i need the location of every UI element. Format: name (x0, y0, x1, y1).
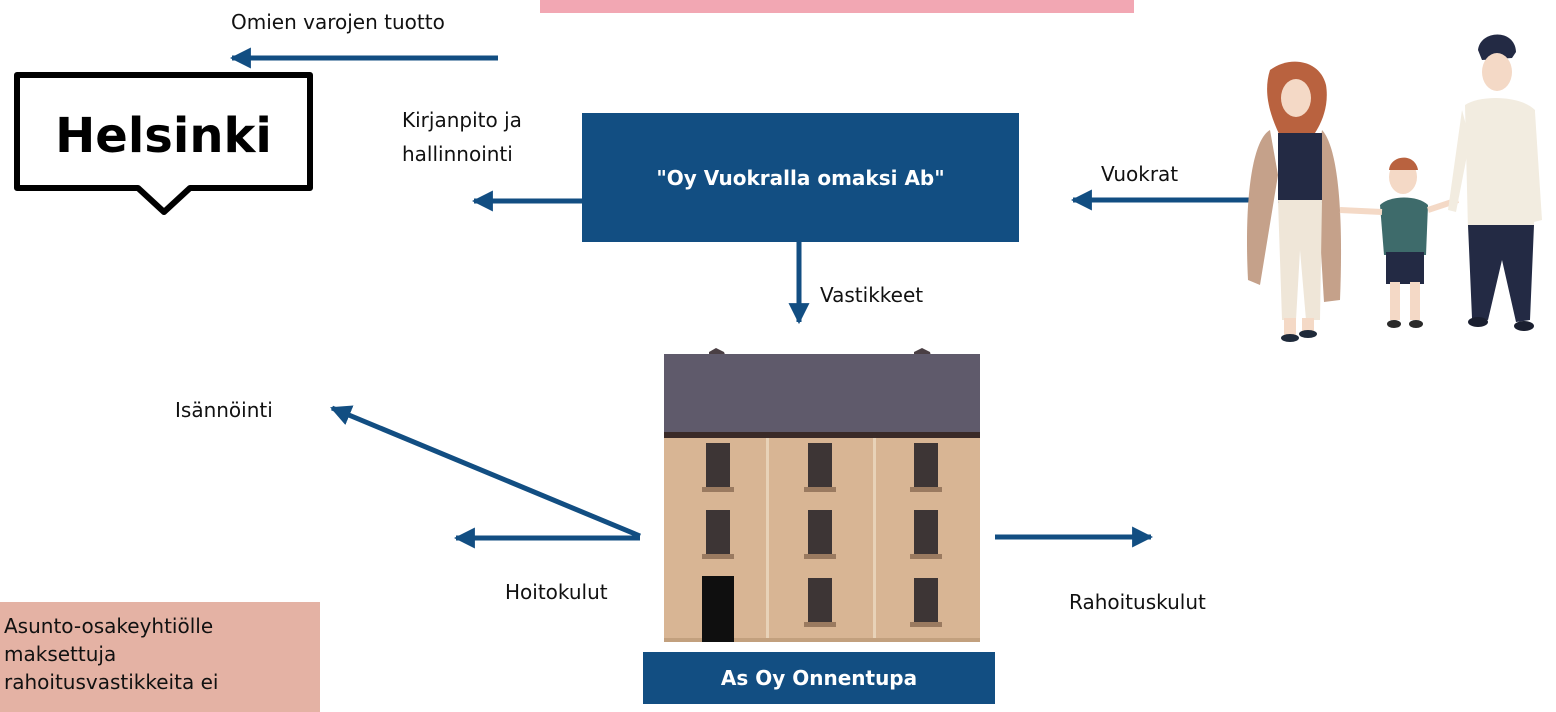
housing-company-box: As Oy Onnentupa (643, 652, 995, 704)
company-box-label: "Oy Vuokralla omaksi Ab" (656, 165, 945, 190)
note-line-3: rahoitusvastikkeita ei (4, 670, 219, 694)
helsinki-logo-text: Helsinki (55, 108, 272, 164)
helsinki-logo: Helsinki (12, 70, 317, 220)
label-maintenance-costs: Hoitokulut (505, 580, 608, 604)
label-accounting-line2: hallinnointi (402, 142, 513, 166)
company-box: "Oy Vuokralla omaksi Ab" (582, 113, 1019, 242)
label-own-funds-return: Omien varojen tuotto (231, 10, 445, 34)
note-line-1: Asunto-osakeyhtiölle (4, 614, 214, 638)
housing-company-box-label: As Oy Onnentupa (720, 666, 918, 690)
top-banner (540, 0, 1134, 13)
label-accounting-line1: Kirjanpito ja (402, 108, 522, 132)
label-fees: Vastikkeet (820, 283, 924, 307)
arrow-property-management (330, 405, 641, 539)
label-financing-costs: Rahoituskulut (1069, 590, 1206, 614)
note-line-2: maksettuja (4, 642, 117, 666)
label-rents: Vuokrat (1101, 162, 1179, 186)
label-property-management: Isännöinti (175, 398, 273, 422)
helsinki-logo-shield (14, 72, 313, 215)
note-box: Asunto-osakeyhtiölle maksettuja rahoitus… (0, 602, 320, 712)
